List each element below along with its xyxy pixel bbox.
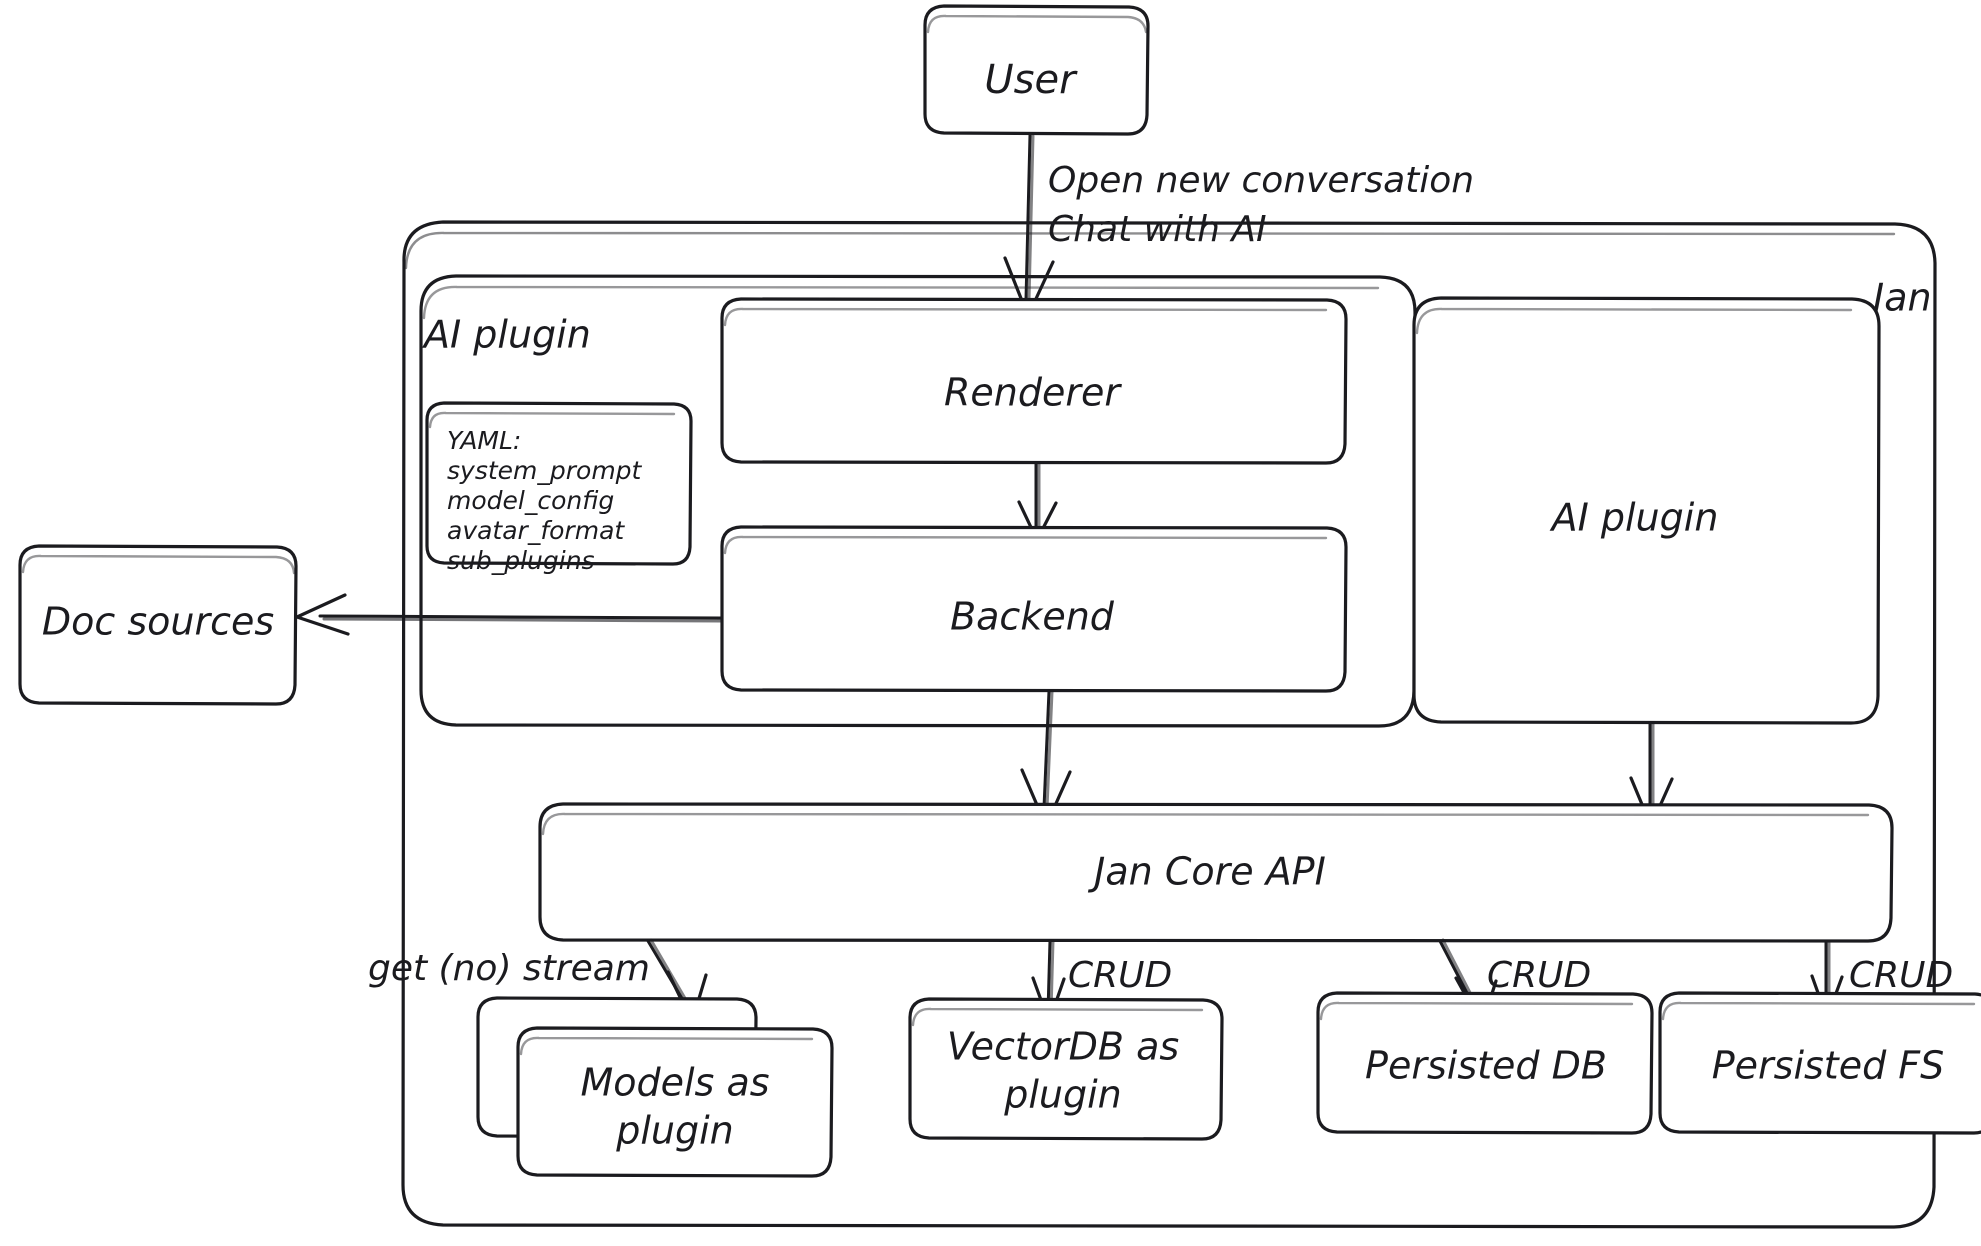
node-persisted-db[interactable]: Persisted DB <box>1316 991 1654 1135</box>
edge-core-api-to-persisted-db-label: CRUD <box>1487 955 1591 996</box>
node-jan-core-api[interactable]: Jan Core API <box>538 802 1894 943</box>
node-ai-plugin-box-label: AI plugin <box>1549 496 1719 540</box>
note-yaml-line-4: sub_plugins <box>447 546 595 575</box>
node-renderer-label: Renderer <box>944 371 1122 415</box>
edge-core-api-to-persisted-fs-label: CRUD <box>1849 955 1953 996</box>
node-doc-sources-label: Doc sources <box>42 600 274 644</box>
edge-user-to-renderer-label-line1: Open new conversation <box>1048 160 1474 201</box>
node-models-plugin-label-line2: plugin <box>615 1109 734 1153</box>
note-yaml-line-0: YAML: <box>447 426 521 455</box>
node-user[interactable]: User <box>923 4 1150 136</box>
edge-core-api-to-persisted-db: CRUD <box>1438 938 1591 1027</box>
edge-core-api-to-vectordb-label: CRUD <box>1068 955 1172 996</box>
edge-core-api-to-models: get (no) stream <box>368 938 708 1024</box>
note-yaml-config[interactable]: YAML: system_prompt model_config avatar_… <box>425 401 693 575</box>
node-backend[interactable]: Backend <box>720 525 1348 693</box>
note-yaml-line-2: model_config <box>447 486 614 515</box>
group-ai-plugin-label: AI plugin <box>421 313 591 357</box>
node-persisted-db-label: Persisted DB <box>1365 1044 1607 1088</box>
node-doc-sources[interactable]: Doc sources <box>18 544 298 706</box>
edge-user-to-renderer: Open new conversation Chat with AI <box>1003 133 1474 318</box>
edge-core-api-to-vectordb: CRUD <box>1031 939 1172 1024</box>
node-renderer[interactable]: Renderer <box>720 297 1348 465</box>
edge-core-api-to-models-label: get (no) stream <box>368 948 650 989</box>
node-persisted-fs-label: Persisted FS <box>1712 1044 1945 1088</box>
node-persisted-fs[interactable]: Persisted FS <box>1658 991 1981 1135</box>
node-jan-core-api-label: Jan Core API <box>1087 850 1326 894</box>
node-vectordb-plugin-label-line2: plugin <box>1003 1073 1122 1117</box>
node-models-plugin[interactable]: Models as plugin <box>476 996 834 1178</box>
node-ai-plugin-box[interactable]: AI plugin <box>1412 296 1881 725</box>
node-user-label: User <box>984 57 1078 103</box>
edge-user-to-renderer-label-line2: Chat with AI <box>1048 209 1267 250</box>
node-backend-label: Backend <box>950 595 1115 639</box>
note-yaml-line-3: avatar_format <box>447 516 625 545</box>
note-yaml-line-1: system_prompt <box>447 456 643 485</box>
node-vectordb-plugin[interactable]: VectorDB as plugin <box>908 997 1224 1141</box>
node-models-plugin-label-line1: Models as <box>580 1061 769 1105</box>
node-vectordb-plugin-label-line1: VectorDB as <box>947 1025 1179 1069</box>
edge-core-api-to-persisted-fs: CRUD <box>1810 939 1953 1020</box>
